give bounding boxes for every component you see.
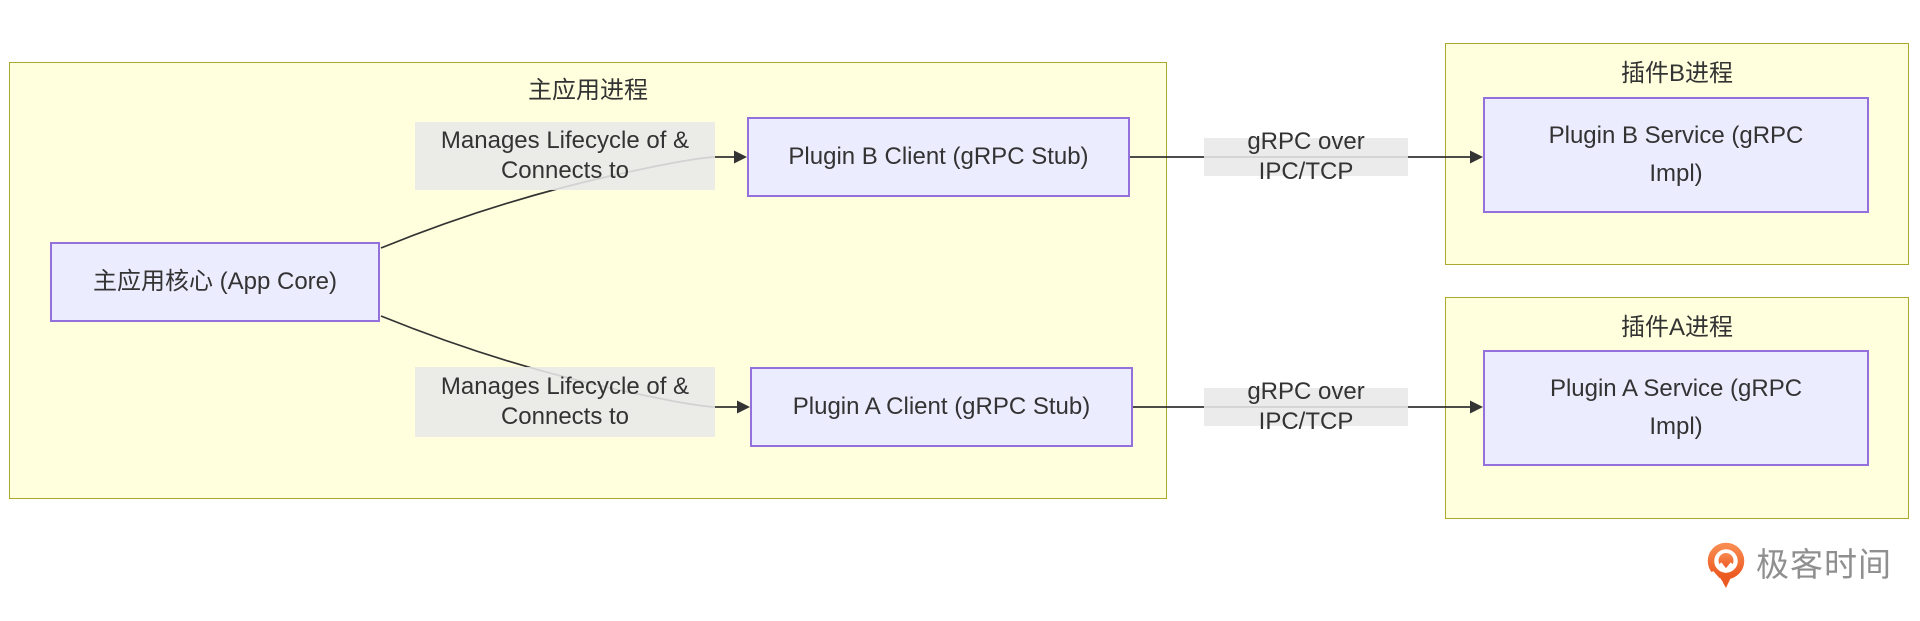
main-process-title: 主应用进程 — [528, 77, 648, 104]
edge-label-grpc-b-text: gRPC over IPC/TCP — [1247, 128, 1365, 185]
plugin-a-service-node: Plugin A Service (gRPC Impl) — [1483, 350, 1869, 466]
edge-label-manages-b: Manages Lifecycle of & Connects to — [415, 122, 715, 190]
arrowhead-clienta — [737, 400, 750, 414]
app-core-node: 主应用核心 (App Core) — [50, 242, 380, 322]
edge-label-manages-b-line1: Manages Lifecycle of & — [440, 127, 690, 154]
plugin-a-client-label: Plugin A Client (gRPC Stub) — [792, 393, 1091, 420]
plugin-a-service-label-line1: Plugin A Service (gRPC — [1549, 375, 1803, 402]
edge-label-manages-a-line2: Connects to — [500, 403, 630, 430]
geektime-logo-icon — [1707, 542, 1745, 588]
plugin-a-client-node: Plugin A Client (gRPC Stub) — [750, 367, 1133, 447]
edge-label-grpc-a: gRPC over IPC/TCP — [1204, 378, 1408, 435]
plugin-a-service-label-line2: Impl) — [1649, 413, 1703, 440]
plugin-b-client-node: Plugin B Client (gRPC Stub) — [747, 117, 1130, 197]
plugin-b-process-title: 插件B进程 — [1620, 60, 1733, 87]
edge-label-manages-b-line2: Connects to — [500, 157, 630, 184]
plugin-b-client-label: Plugin B Client (gRPC Stub) — [788, 143, 1089, 170]
plugin-a-process-title: 插件A进程 — [1620, 314, 1733, 341]
edge-label-grpc-a-text: gRPC over IPC/TCP — [1247, 378, 1365, 435]
edge-label-manages-a: Manages Lifecycle of & Connects to — [415, 367, 715, 437]
plugin-b-service-label-line2: Impl) — [1649, 160, 1703, 187]
app-core-label: 主应用核心 (App Core) — [92, 268, 338, 295]
arrowhead-clientb — [734, 150, 747, 164]
arrowhead-serviceb — [1470, 150, 1483, 164]
edge-label-grpc-b: gRPC over IPC/TCP — [1204, 128, 1408, 185]
geektime-logo-text: 极客时间 — [1756, 546, 1892, 583]
arrowhead-servicea — [1470, 400, 1483, 414]
plugin-b-service-label-line1: Plugin B Service (gRPC — [1548, 122, 1804, 149]
edge-label-manages-a-line1: Manages Lifecycle of & — [440, 373, 690, 400]
plugin-b-service-node: Plugin B Service (gRPC Impl) — [1483, 97, 1869, 213]
geektime-brand: 极客时间 — [1704, 541, 1892, 589]
